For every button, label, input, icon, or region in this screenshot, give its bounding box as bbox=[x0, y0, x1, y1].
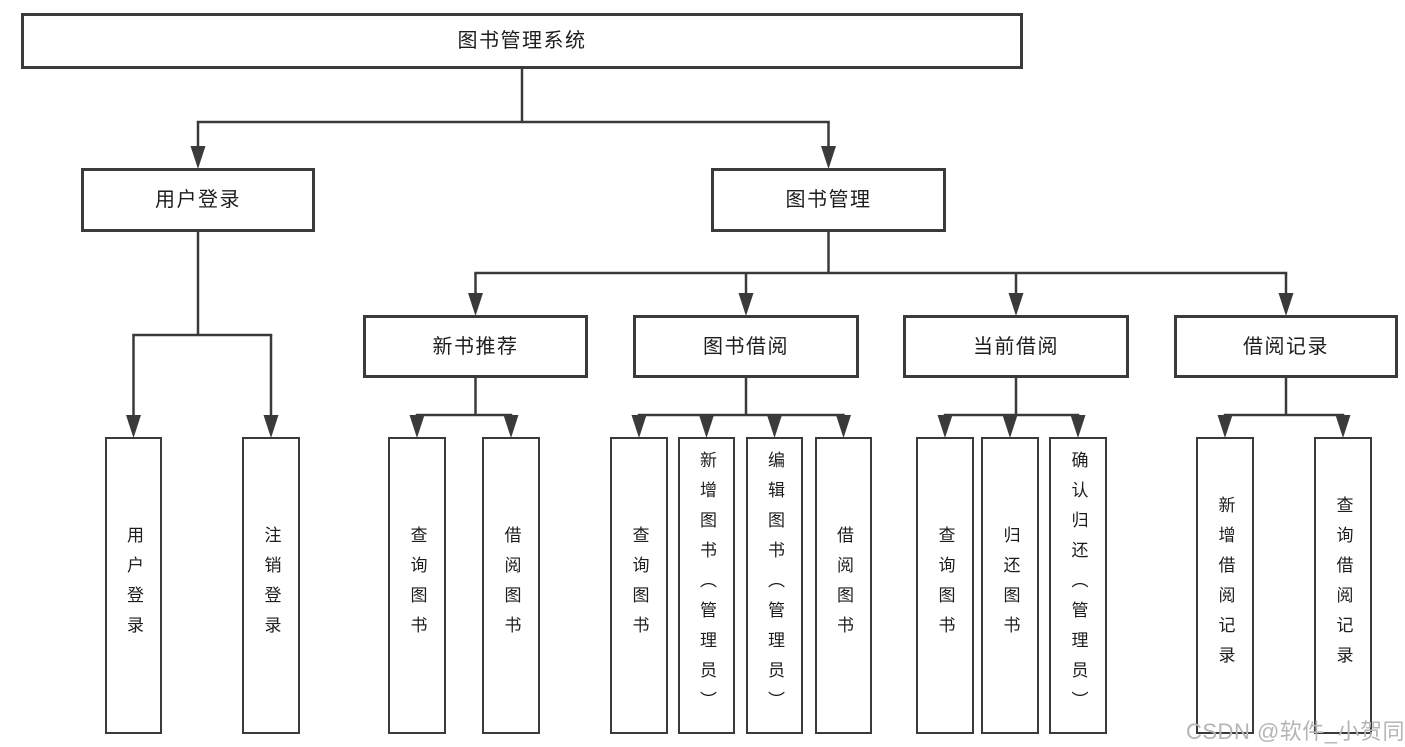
node-cb-return: 归还图书 bbox=[981, 437, 1039, 734]
node-cb-confirm: 确认归还（管理员） bbox=[1049, 437, 1107, 734]
node-new-book-rec: 新书推荐 bbox=[363, 315, 588, 378]
node-bb-add: 新增图书（管理员） bbox=[678, 437, 735, 734]
node-borrow-records: 借阅记录 bbox=[1174, 315, 1398, 378]
node-leaf-login: 用户登录 bbox=[105, 437, 162, 734]
node-root: 图书管理系统 bbox=[21, 13, 1023, 69]
node-label: 查询图书 bbox=[629, 525, 649, 646]
node-label: 当前借阅 bbox=[973, 335, 1059, 358]
node-bb-borrow: 借阅图书 bbox=[815, 437, 872, 734]
node-label: 编辑图书（管理员） bbox=[765, 450, 784, 721]
node-cb-query: 查询图书 bbox=[916, 437, 974, 734]
node-br-add: 新增借阅记录 bbox=[1196, 437, 1254, 734]
node-label: 借阅图书 bbox=[834, 525, 853, 646]
node-label: 归还图书 bbox=[1000, 525, 1020, 646]
node-user-login: 用户登录 bbox=[81, 168, 315, 232]
watermark: CSDN @软件_小贺同学 bbox=[1186, 719, 1405, 744]
node-label: 查询借阅记录 bbox=[1333, 495, 1353, 676]
node-label: 图书借阅 bbox=[703, 335, 789, 358]
node-label: 确认归还（管理员） bbox=[1068, 450, 1088, 721]
node-label: 新增图书（管理员） bbox=[697, 450, 716, 721]
node-label: 新书推荐 bbox=[432, 335, 519, 358]
node-nb-borrow: 借阅图书 bbox=[482, 437, 540, 734]
node-label: 图书管理系统 bbox=[457, 30, 587, 52]
node-label: 借阅记录 bbox=[1243, 335, 1329, 358]
node-label: 新增借阅记录 bbox=[1215, 495, 1235, 676]
node-label: 用户登录 bbox=[155, 189, 241, 211]
node-book-borrow: 图书借阅 bbox=[633, 315, 859, 378]
node-label: 查询图书 bbox=[407, 525, 427, 646]
node-label: 查询图书 bbox=[935, 525, 955, 646]
node-label: 用户登录 bbox=[124, 525, 143, 646]
node-book-mgmt: 图书管理 bbox=[711, 168, 946, 232]
node-label: 借阅图书 bbox=[501, 525, 521, 646]
node-bb-edit: 编辑图书（管理员） bbox=[746, 437, 803, 734]
node-bb-query: 查询图书 bbox=[610, 437, 668, 734]
node-current-borrow: 当前借阅 bbox=[903, 315, 1129, 378]
node-br-query: 查询借阅记录 bbox=[1314, 437, 1372, 734]
node-leaf-logout: 注销登录 bbox=[242, 437, 300, 734]
node-nb-query: 查询图书 bbox=[388, 437, 446, 734]
node-label: 图书管理 bbox=[785, 189, 872, 211]
node-label: 注销登录 bbox=[261, 525, 281, 646]
